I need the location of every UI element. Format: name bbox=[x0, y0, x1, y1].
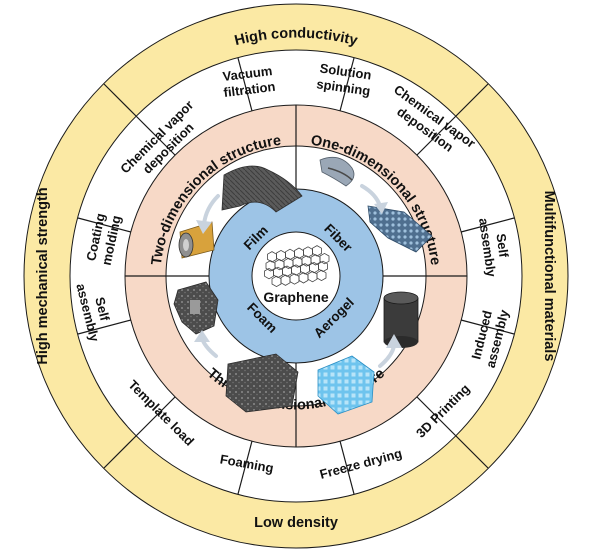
lattice-cell bbox=[264, 267, 274, 280]
lattice-cell bbox=[282, 265, 292, 277]
lattice-cell bbox=[271, 275, 282, 288]
lattice-cell bbox=[319, 252, 330, 265]
method-ring-dividers bbox=[77, 57, 515, 495]
lattice-cell bbox=[301, 255, 312, 267]
lattice-cell bbox=[274, 258, 285, 271]
property-right-label: Multifunctional materials bbox=[541, 191, 557, 362]
lattice-cell bbox=[312, 245, 322, 257]
arrowhead-film bbox=[196, 220, 212, 234]
lattice-cell bbox=[283, 257, 294, 270]
transition-arrowheads bbox=[194, 202, 402, 348]
arrowhead-foam bbox=[194, 330, 210, 342]
lattice-cell bbox=[267, 251, 277, 263]
lattice-cell bbox=[265, 260, 276, 272]
property-bottom-label: Low density bbox=[254, 515, 338, 531]
lattice-cell bbox=[303, 246, 313, 258]
aerogel-cylinder-image bbox=[383, 291, 419, 348]
method-vacuum-filtration: Vacuumfiltration bbox=[221, 63, 276, 100]
lattice-cell bbox=[300, 263, 310, 275]
fiber-mesh-image bbox=[367, 205, 433, 253]
graphene-lattice-icon bbox=[264, 245, 330, 288]
outer-ring-dividers bbox=[103, 83, 489, 469]
film-sample-image bbox=[221, 165, 303, 213]
foam-block-image bbox=[173, 281, 219, 335]
center-disc bbox=[251, 231, 341, 321]
lattice-cell bbox=[298, 272, 309, 284]
lattice-cell bbox=[292, 256, 303, 268]
arrowhead-aerogel bbox=[386, 334, 402, 348]
lattice-cell bbox=[294, 247, 304, 259]
lattice-cell bbox=[291, 264, 301, 276]
lattice-cell bbox=[289, 273, 300, 285]
arrowhead-fiber bbox=[374, 202, 388, 214]
lattice-cell bbox=[316, 269, 327, 282]
lattice-cell bbox=[285, 248, 295, 261]
foam-slab-image bbox=[225, 353, 299, 413]
lattice-cell bbox=[273, 266, 283, 279]
lattice-cell bbox=[280, 274, 291, 286]
aerogel-lattice-image bbox=[317, 355, 375, 415]
lattice-cell bbox=[310, 254, 321, 266]
lattice-cell bbox=[307, 270, 318, 283]
center-graphene-label: Graphene bbox=[263, 289, 329, 305]
fiber-sample-image bbox=[319, 156, 355, 187]
lattice-cell bbox=[318, 260, 328, 273]
lattice-cell bbox=[276, 249, 286, 262]
method-solution-spinning: Solutionspinning bbox=[316, 60, 374, 98]
property-top-label: High conductivity bbox=[233, 26, 359, 50]
property-left-label: High mechanical strength bbox=[35, 187, 51, 364]
lattice-cell bbox=[309, 261, 319, 274]
